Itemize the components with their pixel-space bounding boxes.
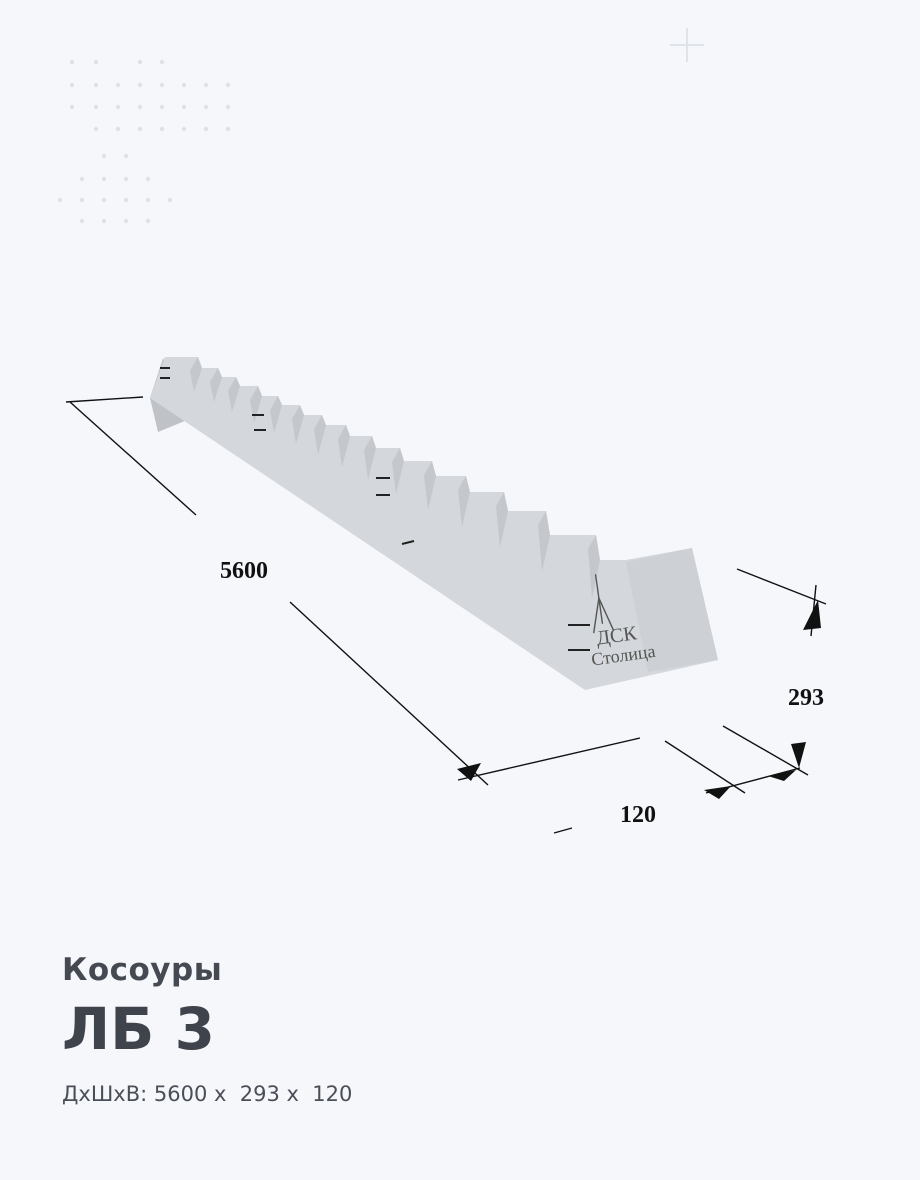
step-riser — [496, 492, 508, 547]
length-extension-bottom — [457, 737, 641, 781]
step-riser — [458, 476, 470, 527]
step-riser — [588, 535, 600, 598]
dsk-logo: ДСК Столица — [590, 574, 657, 670]
product-specs: ДхШхВ: 5600 х 293 х 120 — [62, 1082, 353, 1106]
step-riser — [424, 461, 436, 510]
length-dim-line-top — [69, 401, 197, 516]
stringer-side-face — [150, 357, 718, 690]
step-riser — [190, 357, 202, 392]
step-riser — [392, 448, 404, 494]
fixture-mark — [401, 540, 415, 545]
product-model: ЛБ 3 — [62, 995, 215, 1063]
height-extension-left — [664, 740, 746, 794]
step-riser — [364, 436, 376, 480]
length-dim-line-bottom — [289, 601, 489, 786]
step-riser — [270, 396, 282, 433]
length-arrow-icon — [457, 763, 481, 781]
decorative-dot-grid — [57, 59, 231, 224]
length-dimension-label: 5600 — [220, 558, 268, 584]
width-arrow-bottom-icon — [791, 742, 806, 768]
width-dimension-label: 293 — [788, 685, 824, 711]
stringer-illustration: ДСК Столица — [65, 357, 827, 834]
width-extension-bottom — [722, 725, 809, 776]
product-caption: Косоуры ЛБ 3 ДхШхВ: 5600 х 293 х 120 — [62, 952, 352, 1106]
length-extension-top — [65, 396, 144, 403]
product-category: Косоуры — [62, 952, 223, 988]
decorative-plus-icon — [668, 26, 706, 64]
step-riser — [210, 368, 222, 402]
height-arrow-left-icon — [704, 786, 731, 799]
width-extension-top — [736, 568, 827, 605]
step-riser — [538, 511, 550, 572]
width-arrow-top-icon — [803, 600, 821, 630]
stringer-front-face — [626, 548, 718, 672]
height-arrow-right-icon — [768, 770, 796, 781]
step-riser — [292, 405, 304, 444]
step-riser — [228, 377, 240, 412]
step-riser — [338, 425, 350, 467]
step-riser — [250, 386, 262, 423]
stray-tick — [553, 827, 573, 834]
step-riser — [314, 415, 326, 455]
height-dimension-label: 120 — [620, 802, 656, 828]
